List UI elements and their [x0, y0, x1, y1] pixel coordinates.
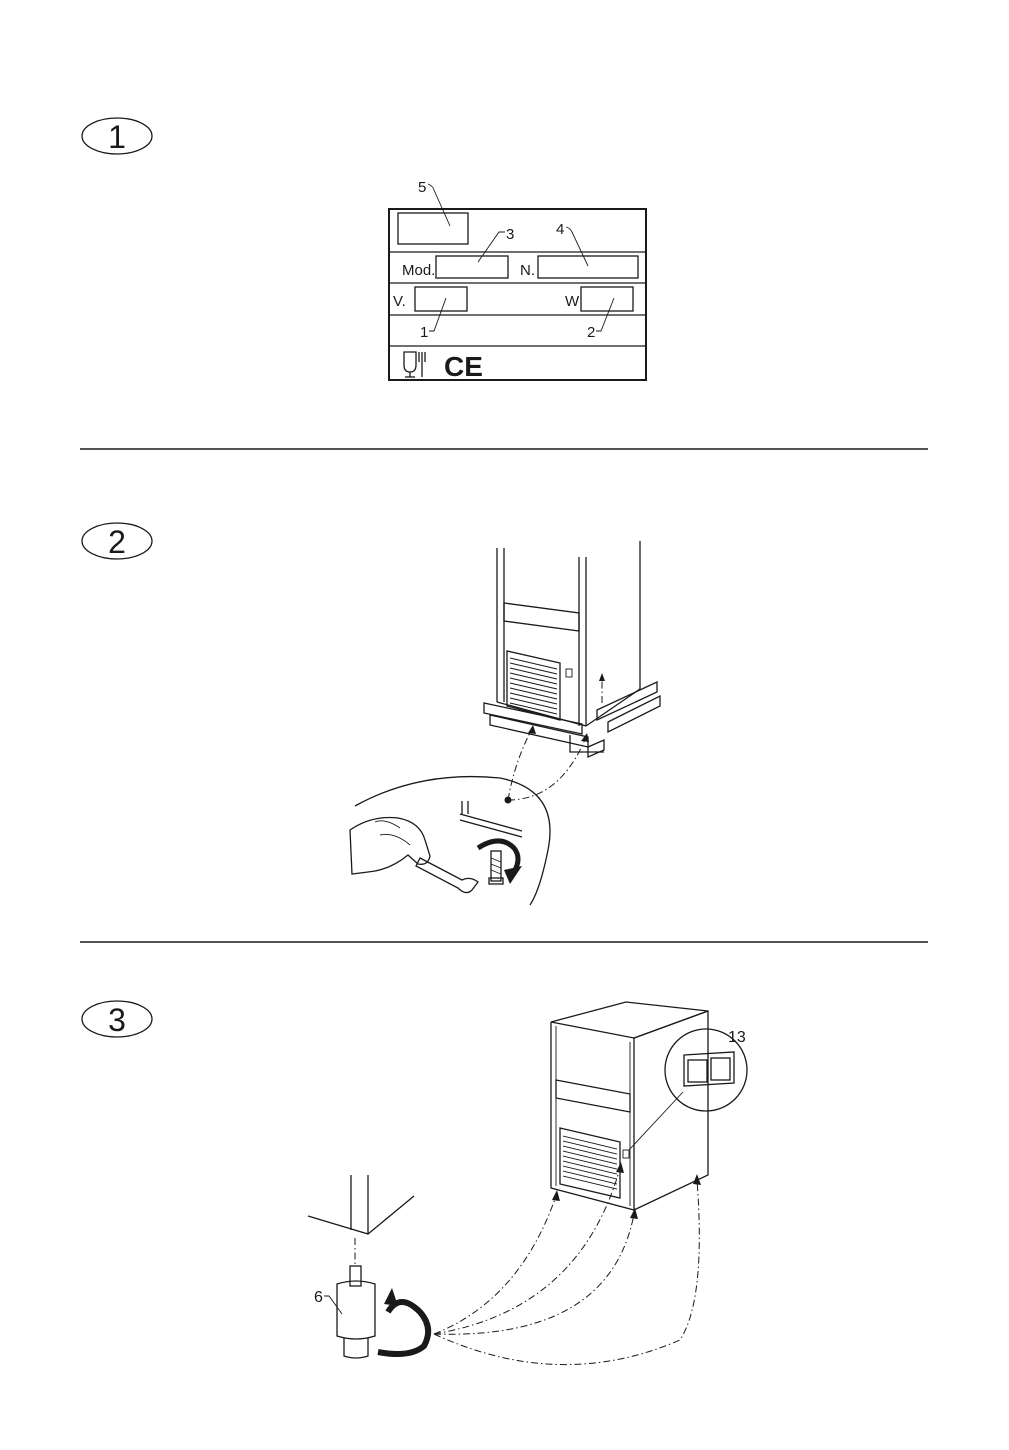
svg-text:2: 2: [108, 524, 126, 560]
adjustable-foot: 6: [308, 1175, 428, 1358]
callout-6: 6: [314, 1289, 323, 1306]
switch-detail: 13: [629, 1029, 747, 1150]
step-2-marker: 2: [82, 523, 152, 560]
callout-2: 2: [587, 324, 595, 341]
callout-13: 13: [728, 1029, 746, 1046]
svg-text:3: 3: [108, 1002, 126, 1038]
serial-field: [538, 256, 638, 278]
step-3-marker: 3: [82, 1001, 152, 1038]
logo-box: [398, 213, 468, 244]
callout-5: 5: [418, 179, 426, 196]
voltage-label: V.: [393, 293, 406, 310]
switch-location: [623, 1150, 629, 1158]
power-label: W: [565, 293, 580, 310]
callout-1: 1: [420, 324, 428, 341]
ice-machine-on-pallet: [484, 541, 660, 804]
ice-machine-cabinet: [551, 1002, 708, 1210]
serial-label: N.: [520, 262, 535, 279]
callout-4: 4: [556, 221, 564, 238]
step-1-marker: 1: [82, 118, 152, 155]
glass-fork-icon: [404, 352, 425, 377]
mod-label: Mod.: [402, 262, 435, 279]
bolt-removal-detail: [350, 777, 550, 905]
svg-text:1: 1: [108, 119, 126, 155]
ce-mark: CE: [444, 351, 483, 382]
power-field: [581, 287, 633, 311]
rating-plate: Mod. N. V. W CE 5 3 4 1 2: [389, 179, 646, 382]
model-field: [436, 256, 508, 278]
voltage-field: [415, 287, 467, 311]
callout-3: 3: [506, 226, 514, 243]
